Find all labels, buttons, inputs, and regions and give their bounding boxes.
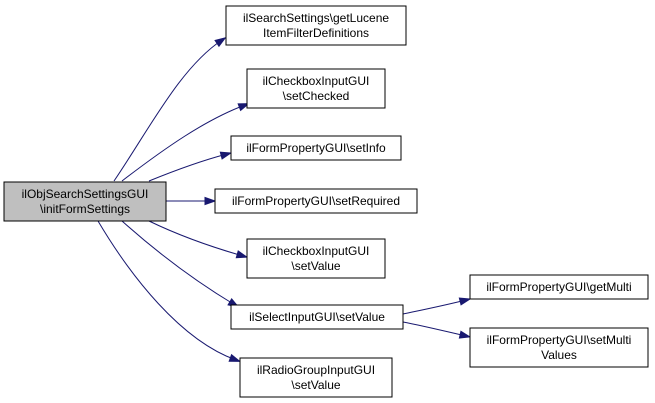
- node-n7[interactable]: ilRadioGroupInputGUI\setValue: [239, 357, 393, 398]
- node-label-line: ilObjSearchSettingsGUI: [22, 187, 149, 201]
- node-label-line: ilRadioGroupInputGUI: [257, 363, 375, 377]
- node-label-line: ilSearchSettings\getLucene: [243, 11, 389, 25]
- node-box: [246, 68, 386, 109]
- node-label-line: Values: [541, 348, 577, 362]
- node-n8[interactable]: ilFormPropertyGUI\getMulti: [469, 274, 649, 300]
- node-box: [3, 181, 167, 222]
- arrowhead-root-to-n5: [235, 250, 249, 259]
- node-label-line: ItemFilterDefinitions: [263, 26, 369, 40]
- node-box: [230, 304, 404, 330]
- edge-root-to-n2: [121, 104, 246, 182]
- node-box: [469, 274, 649, 300]
- node-box: [246, 238, 386, 279]
- arrowhead-root-to-n1: [214, 36, 227, 48]
- arrowhead-root-to-n3: [219, 151, 233, 160]
- edge-root-to-n1: [113, 39, 223, 182]
- edge-root-to-n7: [97, 220, 237, 361]
- node-label-line: \setValue: [291, 259, 340, 273]
- node-box: [469, 327, 649, 368]
- node-n1[interactable]: ilSearchSettings\getLuceneItemFilterDefi…: [225, 5, 407, 46]
- node-label-line: ilSelectInputGUI\setValue: [249, 310, 385, 324]
- node-n5[interactable]: ilCheckboxInputGUI\setValue: [246, 238, 386, 279]
- node-label-line: \setValue: [291, 378, 340, 392]
- node-n3[interactable]: ilFormPropertyGUI\setInfo: [230, 135, 402, 161]
- call-graph-nodes: ilObjSearchSettingsGUI\initFormSettingsi…: [3, 5, 649, 398]
- node-box: [214, 188, 418, 214]
- node-box: [239, 357, 393, 398]
- node-box: [225, 5, 407, 46]
- edge-n6-to-n9: [402, 321, 467, 337]
- node-label-line: \initFormSettings: [40, 202, 130, 216]
- node-label-line: ilCheckboxInputGUI: [263, 244, 370, 258]
- node-label-line: ilFormPropertyGUI\setRequired: [232, 194, 400, 208]
- arrowhead-root-to-n7: [228, 353, 242, 362]
- edge-root-to-n5: [148, 220, 244, 257]
- edge-root-to-n6: [121, 220, 236, 306]
- arrowhead-root-to-n2: [237, 103, 251, 112]
- node-label-line: ilCheckboxInputGUI: [263, 74, 370, 88]
- node-label-line: \setChecked: [283, 89, 350, 103]
- node-label-line: ilFormPropertyGUI\getMulti: [486, 280, 631, 294]
- node-root[interactable]: ilObjSearchSettingsGUI\initFormSettings: [3, 181, 167, 222]
- node-n2[interactable]: ilCheckboxInputGUI\setChecked: [246, 68, 386, 109]
- node-n6[interactable]: ilSelectInputGUI\setValue: [230, 304, 404, 330]
- node-label-line: ilFormPropertyGUI\setInfo: [246, 141, 386, 155]
- call-graph-edges: [97, 36, 472, 362]
- edge-root-to-n3: [148, 153, 228, 182]
- node-n4[interactable]: ilFormPropertyGUI\setRequired: [214, 188, 418, 214]
- node-box: [230, 135, 402, 161]
- edge-n6-to-n8: [402, 299, 467, 315]
- arrowhead-n6-to-n8: [458, 297, 472, 306]
- node-label-line: ilFormPropertyGUI\setMulti: [487, 333, 632, 347]
- arrowhead-n6-to-n9: [458, 330, 472, 339]
- arrowhead-root-to-n4: [204, 196, 217, 206]
